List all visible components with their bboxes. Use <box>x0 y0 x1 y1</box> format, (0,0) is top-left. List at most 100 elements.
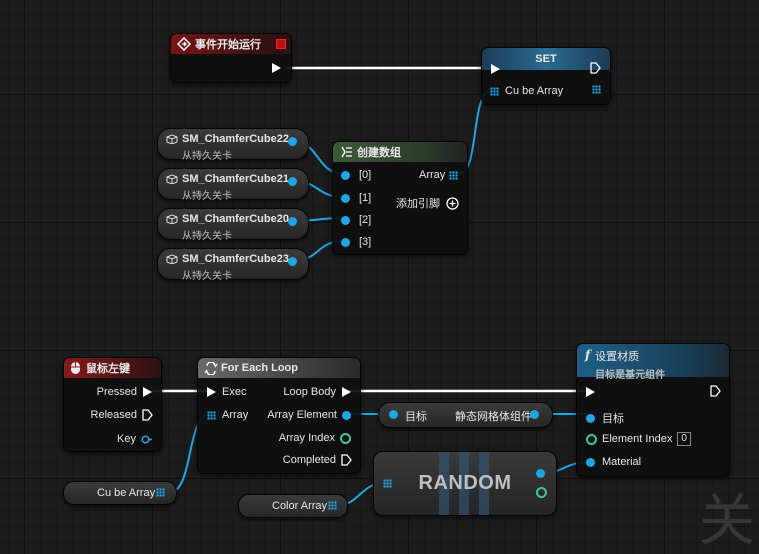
actor-out-pin[interactable] <box>288 137 297 146</box>
loop-icon <box>204 361 218 375</box>
actor-out-pin[interactable] <box>288 217 297 226</box>
array-out-pin[interactable] <box>328 501 337 510</box>
cube-icon <box>166 254 178 264</box>
add-circle-icon <box>446 196 459 210</box>
set-cube-array-node[interactable]: SET Cu be Array <box>481 47 611 105</box>
event-begin-play-title: 事件开始运行 <box>195 39 261 51</box>
mouse-key-pin[interactable]: Key <box>117 433 153 445</box>
set-material-element-index[interactable]: Element Index 0 <box>586 432 691 446</box>
set-material-node[interactable]: f 设置材质 目标是基元组件 目标 Element Index 0 Materi… <box>576 343 730 477</box>
random-index-out-pin[interactable] <box>536 487 547 498</box>
pin-label: Loop Body <box>283 386 336 398</box>
for-each-loop-node[interactable]: For Each Loop Exec Array Loop Body Array… <box>197 357 361 474</box>
event-begin-exec-out[interactable] <box>272 63 281 73</box>
for-each-title: For Each Loop <box>221 362 298 374</box>
pin-label: [0] <box>359 169 372 181</box>
make-array-pin-3[interactable]: [3] <box>341 236 371 248</box>
make-array-icon <box>341 146 352 158</box>
make-array-title: 创建数组 <box>357 147 401 159</box>
pin-label: [2] <box>359 214 372 226</box>
cube-icon <box>166 214 178 224</box>
for-each-array-element[interactable]: Array Element <box>267 409 351 421</box>
pin-dot-icon <box>341 193 350 203</box>
for-each-exec-in[interactable]: Exec <box>207 386 246 398</box>
mouse-event-header: 鼠标左键 <box>64 358 161 378</box>
cast-component-label: 静态网格体组件 <box>455 411 532 423</box>
actor-ref-node[interactable]: SM_ChamferCube21 从持久关卡 <box>157 168 309 202</box>
actor-sublabel: 从持久关卡 <box>182 231 232 242</box>
for-each-completed[interactable]: Completed <box>283 454 352 466</box>
set-material-exec-out[interactable] <box>710 385 721 397</box>
cube-array-label: Cu be Array <box>97 487 156 499</box>
key-struct-icon <box>141 434 152 444</box>
set-exec-in[interactable] <box>491 64 500 74</box>
event-begin-play-header: 事件开始运行 <box>171 34 291 54</box>
mouse-pressed-pin[interactable]: Pressed <box>97 386 152 398</box>
set-material-title: 设置材质 <box>595 351 640 363</box>
set-cube-array-pin[interactable]: Cu be Array <box>490 85 563 97</box>
for-each-header: For Each Loop <box>198 358 360 378</box>
array-out-icon <box>592 85 601 94</box>
element-index-input[interactable]: 0 <box>677 432 691 446</box>
event-breakpoint-icon <box>276 39 286 49</box>
actor-ref-node[interactable]: SM_ChamferCube22 从持久关卡 <box>157 128 309 162</box>
pin-label: Pressed <box>96 386 137 398</box>
get-static-mesh-component-node[interactable]: 目标 静态网格体组件 <box>378 402 553 428</box>
set-material-target[interactable]: 目标 <box>586 410 624 426</box>
left-mouse-button-node[interactable]: 鼠标左键 Pressed Released Key <box>63 357 162 452</box>
target-in-pin[interactable] <box>389 410 398 419</box>
int-pin-icon <box>340 432 351 444</box>
pin-label: Completed <box>282 454 336 466</box>
set-material-subtitle: 目标是基元组件 <box>595 370 666 381</box>
make-array-output[interactable]: Array <box>419 169 459 181</box>
add-pin-label: 添加引脚 <box>396 198 440 210</box>
make-array-pin-0[interactable]: [0] <box>341 169 371 181</box>
for-each-array-in[interactable]: Array <box>207 409 248 421</box>
set-node-header: SET <box>482 48 610 70</box>
pin-label: Array Index <box>278 432 335 444</box>
set-cube-array-out[interactable] <box>592 85 601 94</box>
actor-ref-title: SM_ChamferCube23 <box>166 253 289 265</box>
mouse-icon <box>71 362 80 374</box>
pin-label: Array Element <box>267 409 337 421</box>
array-in-pin[interactable] <box>383 479 392 488</box>
exec-in-icon <box>491 64 500 74</box>
array-pin-icon <box>490 86 499 96</box>
for-each-loop-body[interactable]: Loop Body <box>283 386 351 398</box>
pin-label: Released <box>90 409 137 421</box>
pin-dot-icon <box>342 410 351 420</box>
pin-dot-icon <box>341 170 350 180</box>
actor-out-pin[interactable] <box>288 257 297 266</box>
random-item-out-pin[interactable] <box>536 469 545 478</box>
actor-ref-node[interactable]: SM_ChamferCube23 从持久关卡 <box>157 248 309 282</box>
actor-ref-node[interactable]: SM_ChamferCube20 从持久关卡 <box>157 208 309 242</box>
random-array-item-node[interactable]: RANDOM <box>373 451 557 516</box>
function-icon: f <box>585 348 591 362</box>
exec-out-outline-icon <box>710 385 721 397</box>
set-node-title: SET <box>535 53 557 65</box>
color-array-getter[interactable]: Color Array <box>238 494 348 518</box>
mouse-released-pin[interactable]: Released <box>91 409 153 421</box>
actor-out-pin[interactable] <box>288 177 297 186</box>
make-array-node[interactable]: 创建数组 [0] [1] [2] [3] Array 添加引脚 <box>332 141 468 255</box>
exec-out-outline-icon <box>590 62 601 74</box>
make-array-pin-1[interactable]: [1] <box>341 192 371 204</box>
pin-dot-icon <box>341 237 350 247</box>
set-material-material[interactable]: Material <box>586 456 641 468</box>
pin-label: [1] <box>359 192 372 204</box>
cube-array-getter[interactable]: Cu be Array <box>63 481 177 505</box>
event-begin-play-node[interactable]: 事件开始运行 <box>170 33 292 83</box>
actor-name: SM_ChamferCube20 <box>182 213 289 225</box>
array-out-pin[interactable] <box>156 488 165 497</box>
component-out-pin[interactable] <box>530 410 539 419</box>
set-material-exec-in[interactable] <box>586 387 595 397</box>
add-pin-button[interactable]: 添加引脚 <box>396 195 459 211</box>
exec-out-outline-icon <box>341 454 352 466</box>
cast-target-label: 目标 <box>405 411 427 423</box>
make-array-pin-2[interactable]: [2] <box>341 214 371 226</box>
set-exec-out[interactable] <box>590 62 601 74</box>
for-each-array-index[interactable]: Array Index <box>279 432 351 444</box>
random-grid-watermark <box>437 452 491 515</box>
set-material-header: f 设置材质 目标是基元组件 <box>577 344 729 381</box>
int-pin-icon <box>586 433 597 445</box>
